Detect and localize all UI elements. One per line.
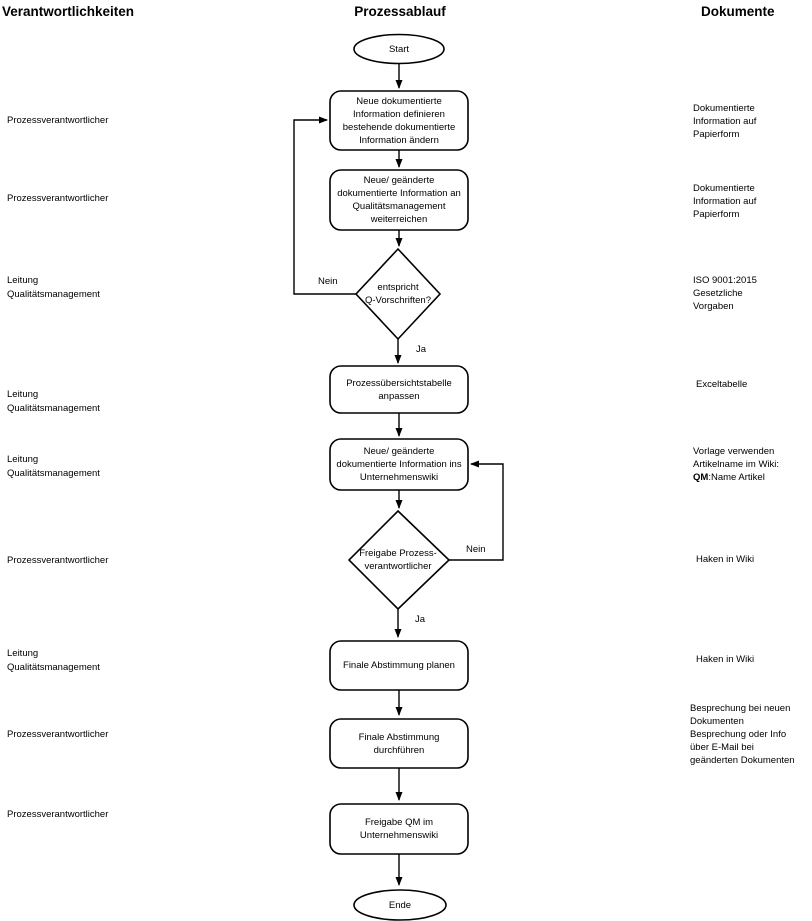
column-header-documents: Dokumente (701, 4, 775, 19)
step1-box-shape (329, 90, 469, 151)
start-terminator-shape (353, 33, 445, 65)
step7-box-shape (329, 803, 469, 855)
start-node-label: Start (388, 44, 410, 55)
step2-label: Neue/ geänderte dokumentierte Informatio… (337, 175, 461, 225)
document-label: Exceltabelle (696, 379, 748, 390)
document-label: Dokumentierte Information auf Papierform (693, 103, 757, 140)
step4-box-shape (329, 438, 469, 491)
step6-label: Finale Abstimmung durchführen (358, 731, 440, 756)
document-label: Vorlage verwenden Artikelname im Wiki: Q… (693, 445, 779, 484)
document-label: Haken in Wiki (696, 554, 755, 565)
document-label: Besprechung bei neuen Dokumenten Besprec… (690, 703, 795, 766)
step4-label: Neue/ geänderte dokumentierte Informatio… (336, 446, 462, 483)
decision1-diamond-shape (354, 247, 442, 341)
document-label-text: :Name Artikel (708, 472, 765, 483)
step5-box-shape (329, 640, 469, 691)
decision2-nein-label: Nein (466, 544, 486, 555)
responsibility-label: Leitung Qualitätsmanagement (7, 648, 100, 673)
responsibility-label: Leitung Qualitätsmanagement (7, 389, 100, 414)
decision1-label: entspricht Q-Vorschriften? (365, 282, 431, 306)
document-label: Dokumentierte Information auf Papierform (693, 183, 757, 220)
end-node-label: Ende (388, 899, 412, 911)
end-terminator-shape (353, 889, 447, 921)
responsibility-label: Prozessverantwortlicher (7, 193, 109, 204)
responsibility-label: Prozessverantwortlicher (7, 729, 109, 740)
decision2-ja-label: Ja (415, 614, 426, 625)
responsibility-label: Leitung Qualitätsmanagement (7, 275, 100, 300)
step3-label: Prozessübersichtstabelle anpassen (346, 377, 452, 402)
document-label-bold-text: QM (693, 472, 709, 483)
arrow-nein-loop-decision1 (293, 116, 356, 295)
responsibility-label: Prozessverantwortlicher (7, 809, 109, 820)
decision1-ja-label: Ja (416, 344, 427, 355)
responsibility-label: Prozessverantwortlicher (7, 555, 109, 566)
step5-label: Finale Abstimmung planen (343, 660, 455, 671)
step7-label: Freigabe QM im Unternehmenswiki (359, 817, 439, 841)
document-label: ISO 9001:2015 Gesetzliche Vorgaben (693, 275, 757, 312)
responsibility-label: Prozessverantwortlicher (7, 115, 109, 126)
arrow-nein-loop-decision2 (449, 460, 504, 561)
step6-box-shape (329, 718, 469, 769)
decision2-label: Freigabe Prozess- verantwortlicher (359, 548, 437, 572)
step3-box-shape (329, 365, 469, 414)
decision2-diamond-shape (347, 509, 451, 611)
step2-box-shape (329, 169, 469, 231)
column-header-responsibilities: Verantwortlichkeiten (2, 4, 135, 19)
responsibility-label: Leitung Qualitätsmanagement (7, 454, 100, 479)
column-header-process: Prozessablauf (354, 4, 446, 19)
step1-label: Neue dokumentierte Information definiere… (342, 95, 456, 146)
document-label-text: Vorlage verwenden Artikelname im Wiki: (693, 446, 780, 470)
document-label: Haken in Wiki (696, 654, 755, 665)
decision1-nein-label: Nein (318, 276, 338, 287)
